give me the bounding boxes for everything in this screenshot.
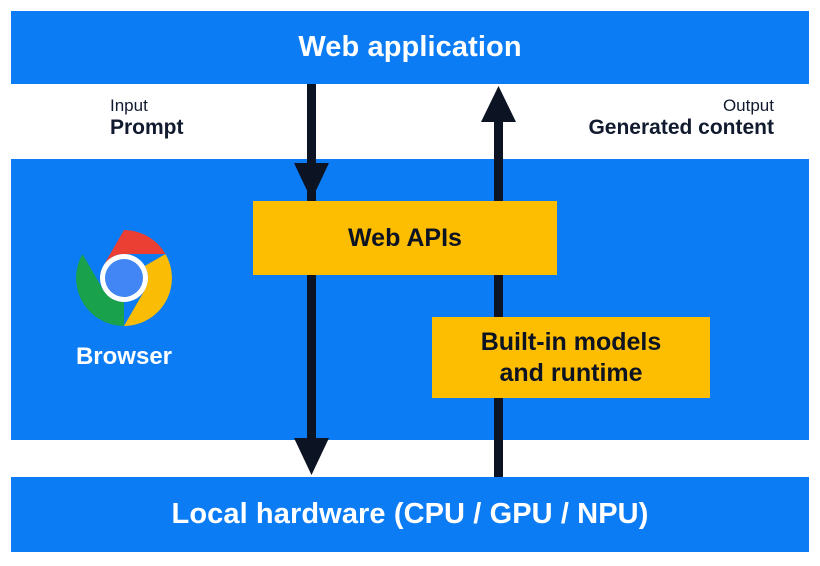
built-in-models-line1: Built-in models [480, 328, 662, 356]
built-in-models-line2: and runtime [499, 358, 643, 387]
input-value: Prompt [110, 116, 184, 140]
browser-label: Browser [75, 343, 173, 370]
built-in-models-label: Built-in models and runtime [481, 327, 662, 388]
web-apis-label: Web APIs [348, 223, 462, 252]
local-hardware-label: Local hardware (CPU / GPU / NPU) [171, 498, 649, 530]
output-label-group: Output Generated content [588, 96, 774, 141]
output-kicker: Output [722, 96, 774, 115]
output-value: Generated content [588, 116, 774, 140]
web-application-band: Web application [11, 11, 809, 84]
input-kicker: Input [110, 96, 148, 115]
browser-group: Browser [62, 228, 186, 369]
built-in-models-box: Built-in models and runtime [432, 317, 710, 398]
chrome-logo-icon [76, 230, 172, 326]
local-hardware-band: Local hardware (CPU / GPU / NPU) [11, 477, 809, 552]
web-apis-box: Web APIs [253, 201, 557, 275]
web-application-label: Web application [298, 31, 522, 63]
input-label-group: Input Prompt [110, 96, 184, 141]
